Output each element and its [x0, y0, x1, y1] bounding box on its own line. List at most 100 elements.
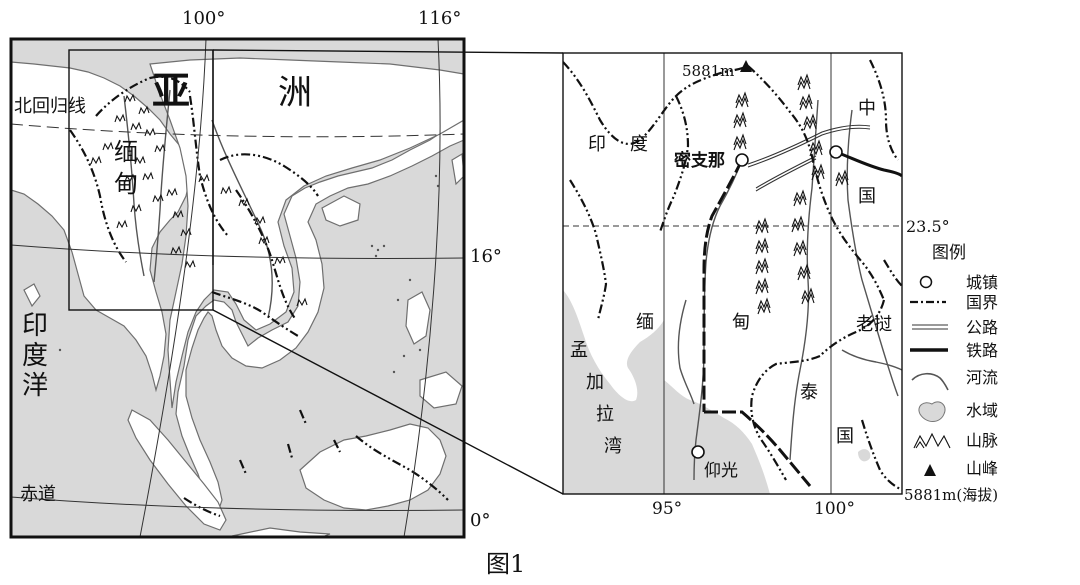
overview-border-2 [69, 129, 127, 263]
peak-triangle-icon [924, 464, 936, 476]
mountain-range-icon [913, 432, 951, 449]
town-circle-icon [919, 275, 933, 289]
detail-river-laos [841, 349, 902, 371]
detail-border-india-myanmar [563, 61, 749, 145]
overview-border-9 [238, 409, 341, 475]
overview-border-4 [219, 153, 319, 197]
overview-border-1 [95, 75, 191, 117]
detail-border-china-laos [883, 259, 902, 287]
legend-item-railway: 铁路 [966, 341, 998, 360]
legend-item-mountain: 山脉 [966, 431, 998, 450]
india-label-2: 度 [630, 134, 648, 155]
thailand-label-2: 国 [836, 426, 854, 447]
water-area-icon [918, 401, 946, 422]
detail-lake-1 [858, 449, 871, 462]
detail-border-china-east [869, 59, 899, 161]
overview-sumatra [127, 409, 227, 531]
china-label-2: 国 [858, 186, 876, 207]
detail-border-laos [819, 299, 886, 357]
thailand-label-1: 泰 [800, 382, 818, 403]
overview-parallel-0 [11, 496, 464, 511]
legend-item-town: 城镇 [966, 273, 998, 292]
overview-meridian-116 [403, 39, 441, 537]
detail-border-myanmar-china [747, 65, 886, 301]
detail-frame [562, 52, 903, 495]
peak-triangle-icon [740, 60, 752, 72]
overview-border-3 [188, 95, 229, 237]
zoom-connector-top [212, 49, 564, 54]
overview-salween-river [153, 89, 171, 283]
overview-lon-116-label: 116° [418, 8, 461, 29]
legend-item-water: 水域 [966, 401, 998, 420]
detail-lon-95-label: 95° [652, 499, 682, 519]
detail-lon-100-label: 100° [814, 499, 855, 519]
detail-chindwin-river [677, 299, 695, 405]
overview-sri-lanka-area [23, 283, 41, 308]
tropic-label: 北回归线 [14, 96, 86, 117]
legend-title: 图例 [932, 243, 966, 263]
myanmar-label-1: 缅 [636, 312, 654, 333]
legend-item-river: 河流 [966, 368, 998, 387]
ocean-label-2: 度 [22, 341, 48, 371]
china-label-1: 中 [858, 98, 876, 119]
road-line-icon [912, 324, 948, 330]
legend-item-border: 国界 [966, 293, 998, 312]
river-line-icon [911, 372, 949, 391]
detail-road-2 [755, 155, 817, 189]
city-yangon-label: 仰光 [704, 461, 738, 481]
overview-indochina [149, 57, 464, 409]
detail-road-1 [747, 124, 871, 165]
city-myitkyina-icon [735, 153, 749, 167]
bay-label-4: 湾 [604, 436, 622, 457]
overview-border-5 [235, 189, 297, 321]
bay-label-1: 孟 [570, 340, 588, 361]
equator-label: 赤道 [20, 484, 56, 505]
legend-peak-note: 5881m(海拔) [904, 486, 998, 504]
overview-lat-16-label: 16° [470, 246, 502, 267]
overview-border-8 [183, 497, 221, 518]
ocean-label-1: 印 [22, 311, 48, 341]
overview-irrawaddy-river [123, 95, 145, 277]
detail-border-thai-myanmar [750, 354, 821, 481]
india-label-1: 印 [588, 134, 606, 155]
figure-caption: 图1 [486, 550, 525, 578]
overview-mindanao [419, 371, 463, 409]
peak-elevation-label: 5881m [682, 62, 734, 80]
detail-map: 5881m 密支那 仰光 印 度 中 国 缅 甸 老挝 泰 国 孟 加 拉 湾 … [562, 52, 950, 519]
overview-map: 100° 116° 16° 0° 北回归线 赤道 亚 洲 缅 甸 印 度 洋 [9, 8, 502, 539]
detail-border-bangladesh [658, 95, 690, 233]
detail-railway-north [702, 159, 744, 412]
bay-label-3: 拉 [596, 404, 614, 425]
overview-taiwan [451, 152, 464, 186]
asia-label-2: 洲 [278, 73, 312, 113]
overview-border-7 [355, 435, 449, 501]
myanmar-label-2: 甸 [732, 312, 750, 333]
overview-hainan [321, 195, 361, 227]
legend: 图例 城镇 国界 公路 铁路 河流 水域 山脉 山峰 5881m(海拔) [904, 243, 998, 504]
overview-lat-0-label: 0° [470, 510, 490, 531]
overview-luzon [405, 291, 431, 345]
detail-tropic-value-label: 23.5° [906, 217, 950, 236]
myanmar-label-1: 缅 [114, 138, 138, 166]
overview-island-dots [44, 174, 440, 382]
detail-railway-south [704, 410, 812, 487]
detail-railway-china [835, 150, 902, 178]
overview-mekong-river [211, 119, 273, 319]
detail-road-2b [755, 158, 817, 192]
ocean-label-3: 洋 [22, 371, 48, 401]
city-myitkyina-label: 密支那 [674, 150, 725, 171]
bay-label-2: 加 [586, 372, 604, 393]
detail-mekong-river [846, 109, 899, 397]
detail-border-thai-laos [860, 419, 902, 491]
overview-frame [9, 37, 466, 539]
city-china-icon [829, 145, 843, 159]
legend-item-road: 公路 [966, 318, 998, 337]
zoom-connector-bottom [212, 309, 564, 495]
city-yangon-icon [691, 445, 705, 459]
laos-label: 老挝 [856, 314, 892, 335]
detail-gulf-of-martaban [664, 380, 770, 494]
detail-bay-of-bengal [563, 290, 664, 494]
asia-label-1: 亚 [152, 68, 190, 113]
overview-lon-100-label: 100° [182, 8, 225, 29]
